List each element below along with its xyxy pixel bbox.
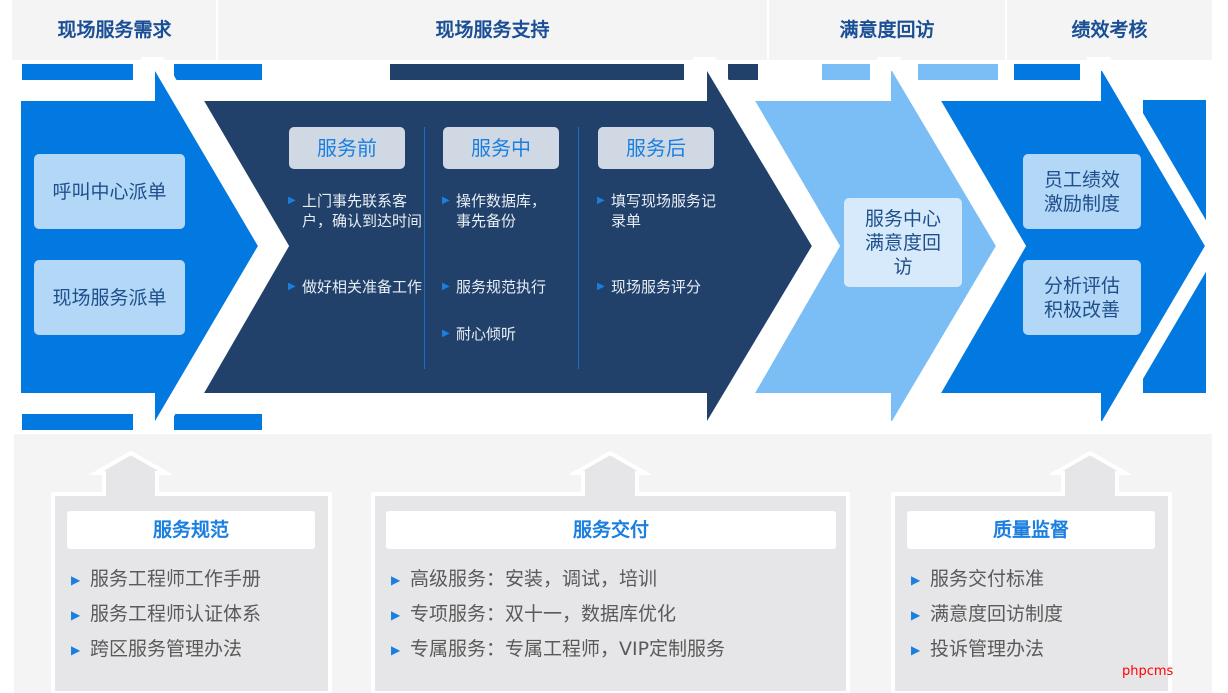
list-item: ▶服务规范执行 (442, 278, 547, 296)
header-band (12, 0, 1212, 60)
list-item: ▶专项服务：双十一，数据库优化 (391, 603, 677, 625)
bullet-triangle-icon: ▶ (288, 195, 296, 206)
bullet-triangle-icon: ▶ (71, 643, 81, 657)
bullet-triangle-icon: ▶ (442, 281, 450, 292)
bullet-triangle-icon: ▶ (71, 573, 81, 587)
column-divider (424, 127, 425, 369)
bullet-triangle-icon: ▶ (391, 573, 401, 587)
bullet-triangle-icon: ▶ (391, 608, 401, 622)
list-item: ▶现场服务评分 (597, 278, 702, 296)
decor-bars (22, 64, 1080, 430)
list-item: ▶满意度回访制度 (911, 603, 1064, 625)
bullet-triangle-icon: ▶ (911, 608, 921, 622)
column-divider (578, 127, 579, 369)
header-support: 现场服务支持 (435, 19, 550, 41)
list-item: ▶耐心倾听 (442, 325, 517, 343)
analysis-box: 分析评估积极改善 (1023, 260, 1141, 335)
tab-during-service: 服务中 (443, 127, 559, 169)
bullet-triangle-icon: ▶ (442, 328, 450, 339)
list-item: ▶跨区服务管理办法 (71, 638, 243, 660)
bullet-triangle-icon: ▶ (391, 643, 401, 657)
list-item: ▶服务工程师工作手册 (71, 568, 262, 590)
satisfaction-callback-box: 服务中心满意度回访 (844, 198, 962, 287)
bullet-triangle-icon: ▶ (288, 281, 296, 292)
bullet-triangle-icon: ▶ (911, 573, 921, 587)
list-item: ▶服务工程师认证体系 (71, 603, 262, 625)
list-item: ▶操作数据库，事先备份 (442, 192, 547, 230)
tab-before-service: 服务前 (289, 127, 405, 169)
header-performance: 绩效考核 (1071, 19, 1148, 41)
call-center-dispatch-box: 呼叫中心派单 (34, 154, 185, 229)
bullet-triangle-icon: ▶ (442, 195, 450, 206)
bullet-triangle-icon: ▶ (911, 643, 921, 657)
list-item: ▶专属服务：专属工程师，VIP定制服务 (391, 638, 726, 660)
panel-title-delivery: 服务交付 (386, 511, 836, 549)
tab-after-service: 服务后 (598, 127, 714, 169)
header-demand: 现场服务需求 (57, 19, 172, 41)
panel-title-quality: 质量监督 (907, 511, 1155, 549)
list-item: ▶服务交付标准 (911, 568, 1045, 590)
bullet-triangle-icon: ▶ (597, 195, 605, 206)
list-item: ▶上门事先联系客户，确认到达时间 (288, 192, 423, 230)
list-item: ▶投诉管理办法 (911, 638, 1045, 660)
panel-title-standards: 服务规范 (67, 511, 315, 549)
chevron-support (179, 57, 829, 435)
list-item: ▶高级服务：安装，调试，培训 (391, 568, 658, 590)
header-satisfaction: 满意度回访 (839, 19, 935, 41)
incentive-box: 员工绩效激励制度 (1023, 154, 1141, 229)
list-item: ▶填写现场服务记录单 (597, 192, 717, 230)
chevron-performance (916, 57, 1222, 435)
onsite-dispatch-box: 现场服务派单 (34, 260, 185, 335)
watermark: phpcms (1122, 664, 1174, 679)
bullet-triangle-icon: ▶ (597, 281, 605, 292)
bullet-triangle-icon: ▶ (71, 608, 81, 622)
list-item: ▶做好相关准备工作 (288, 278, 423, 296)
